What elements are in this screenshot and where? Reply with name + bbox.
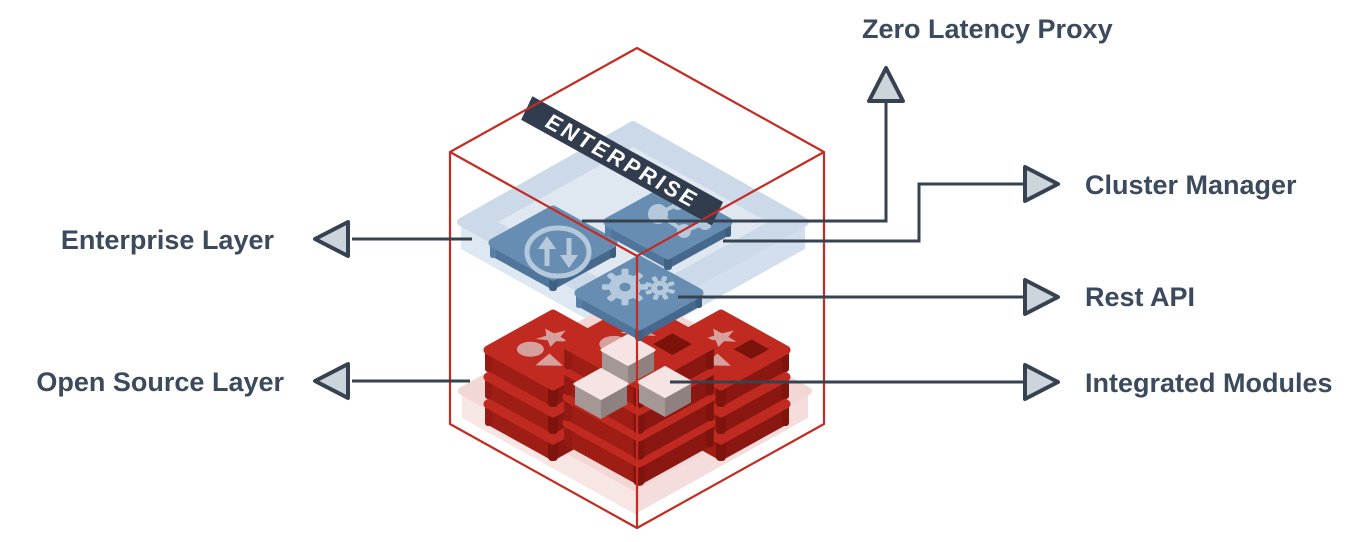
zero-latency-proxy-line [582, 101, 888, 223]
right-arrowhead-icon [1023, 278, 1060, 316]
label-integrated-modules: Integrated Modules [1085, 368, 1333, 398]
right-arrowhead-icon [1023, 363, 1060, 401]
label-zero-latency-proxy: Zero Latency Proxy [862, 14, 1113, 44]
zero-latency-proxy-tile [490, 210, 616, 291]
cube-wireframe [448, 46, 826, 530]
up-arrowhead-icon [867, 66, 905, 103]
label-open-source-layer: Open Source Layer [36, 367, 284, 397]
left-arrowhead-icon [313, 220, 350, 258]
cluster-manager-line [723, 182, 1024, 243]
updown-arrows-icon [524, 225, 592, 279]
label-rest-api: Rest API [1085, 282, 1196, 312]
callout-lines [352, 101, 1024, 384]
label-cluster-manager: Cluster Manager [1085, 170, 1297, 200]
right-arrowhead-icon [1023, 165, 1060, 203]
label-enterprise-layer: Enterprise Layer [60, 225, 274, 255]
left-arrowhead-icon [313, 362, 350, 400]
